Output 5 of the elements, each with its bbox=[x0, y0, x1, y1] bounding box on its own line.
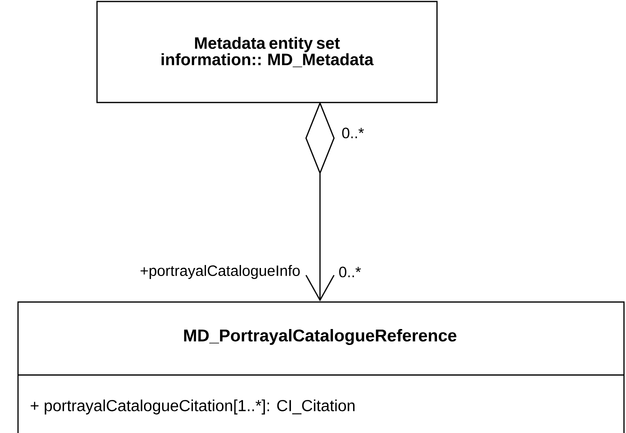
class-box: MD_PortrayalCatalogueReference + portrayalCatalogueCitation[1..*]: CI_Citation bbox=[17, 301, 625, 433]
class-box: Metadata entity set information:: MD_Metadata bbox=[96, 0, 438, 104]
role-label: +portrayalCatalogueInfo bbox=[140, 265, 300, 279]
multiplicity-label: 0..* bbox=[339, 266, 361, 278]
multiplicity-label: 0..* bbox=[342, 128, 364, 138]
